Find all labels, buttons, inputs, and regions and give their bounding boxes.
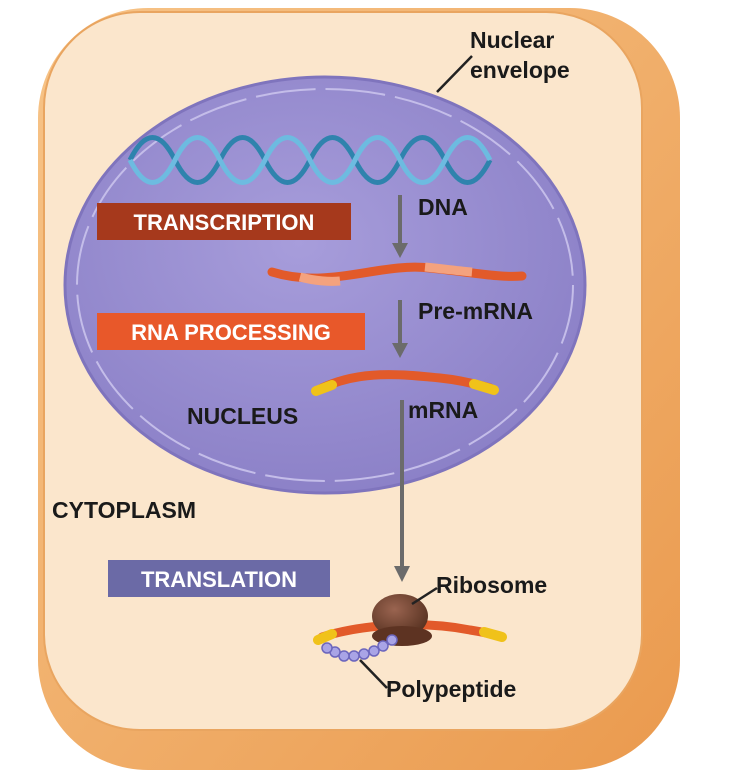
ribosome-label: Ribosome <box>436 572 547 598</box>
cytoplasm-label: CYTOPLASM <box>52 497 196 523</box>
polypeptide-label: Polypeptide <box>386 676 516 702</box>
leader-ribosome <box>411 586 438 606</box>
rna-processing-label: RNA PROCESSING <box>131 320 331 345</box>
dna-helix <box>127 135 493 185</box>
leader-nuclear-envelope <box>436 55 473 93</box>
mrna-strand <box>311 370 499 396</box>
rna-processing-banner: RNA PROCESSING <box>97 313 365 350</box>
transcription-banner: TRANSCRIPTION <box>97 203 351 240</box>
nuclear-envelope-inner <box>76 88 574 482</box>
leader-lines <box>359 55 473 689</box>
arrow-head-1 <box>392 243 408 258</box>
flow-arrows <box>392 195 410 582</box>
nuclear-envelope-label-line1: Nuclear <box>470 27 554 53</box>
pre-mrna-strand <box>267 262 527 286</box>
leader-polypeptide <box>359 659 388 689</box>
dna-strand-b <box>127 135 493 185</box>
translation-complex <box>313 594 507 662</box>
dna-label: DNA <box>418 194 468 220</box>
translation-banner: TRANSLATION <box>108 560 330 597</box>
mrna-5prime-cap <box>311 380 337 396</box>
translation-label: TRANSLATION <box>141 567 297 592</box>
arrow-head-2 <box>392 343 408 358</box>
transcription-label: TRANSCRIPTION <box>134 210 315 235</box>
pre-mrna-label: Pre-mRNA <box>418 298 533 324</box>
nucleus-label: NUCLEUS <box>187 403 298 429</box>
polypeptide-chain <box>321 634 398 662</box>
nuclear-envelope-label-line2: envelope <box>470 57 570 83</box>
mrna-polya-tail <box>469 379 499 395</box>
arrow-head-3 <box>394 566 410 582</box>
mrna-label: mRNA <box>408 397 478 423</box>
